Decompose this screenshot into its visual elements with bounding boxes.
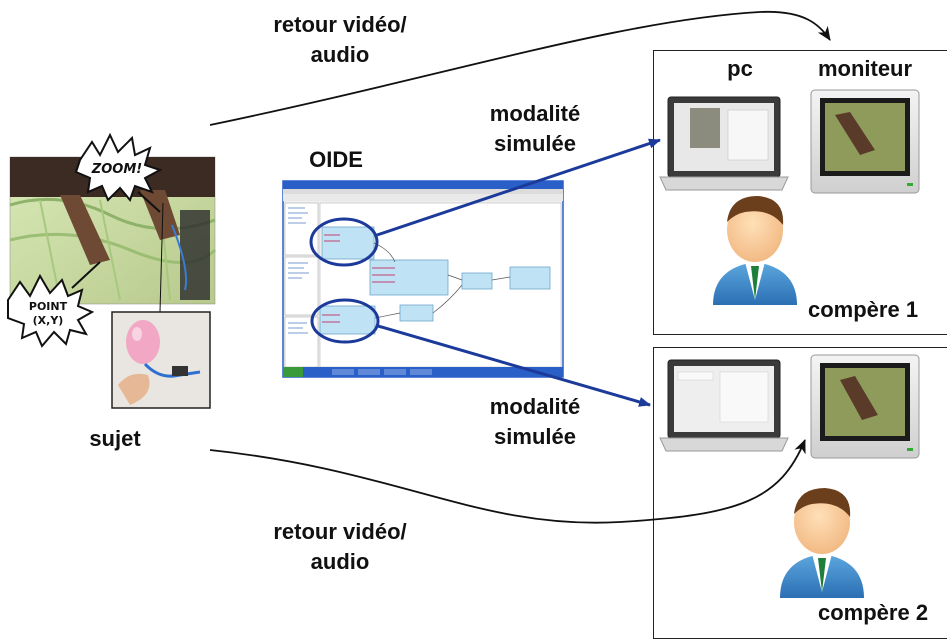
person-1: [713, 196, 797, 305]
point-text-1: POINT: [29, 300, 68, 313]
sujet-label: sujet: [89, 426, 141, 451]
retour-label-bottom: retour vidéo/ audio: [240, 517, 440, 577]
retour-label-top: retour vidéo/ audio: [240, 10, 440, 70]
arrow-retour-bottom: [209, 439, 806, 524]
modalite-top-line1: modalité: [489, 101, 581, 126]
laptop-1: [659, 96, 789, 191]
oide-label: OIDE: [309, 147, 363, 172]
retour-bottom-line1: retour vidéo/: [273, 519, 407, 544]
monitor-1: [810, 89, 920, 194]
zoom-bubble: ZOOM!: [74, 132, 163, 213]
balloon-photo: [111, 202, 211, 409]
point-bubble: POINT (X,Y): [7, 261, 101, 348]
compere2-label: compère 2: [818, 600, 929, 625]
point-text-2: (X,Y): [33, 314, 64, 327]
retour-top-line1: retour vidéo/: [273, 12, 407, 37]
person-2: [780, 488, 864, 598]
retour-top-line2: audio: [310, 42, 370, 67]
zoom-text: ZOOM!: [91, 162, 142, 177]
arrow-modalite-top: [376, 138, 661, 237]
oide-window: [282, 180, 564, 378]
modalite-bottom-line2: simulée: [494, 424, 576, 449]
laptop-2: [659, 359, 789, 452]
monitor-2: [810, 354, 920, 459]
modalite-top-line2: simulée: [494, 131, 576, 156]
oide-highlight-bottom: [310, 298, 380, 344]
arrow-retour-top: [209, 10, 831, 126]
compere1-label: compère 1: [808, 297, 919, 322]
retour-bottom-line2: audio: [310, 549, 370, 574]
moniteur-label: moniteur: [817, 56, 913, 81]
modalite-label-top: modalité simulée: [455, 99, 615, 159]
pc-label: pc: [727, 56, 753, 81]
modalite-bottom-line1: modalité: [489, 394, 581, 419]
arrow-modalite-bottom: [377, 324, 651, 407]
modalite-label-bottom: modalité simulée: [455, 392, 615, 452]
oide-highlight-top: [309, 217, 379, 267]
